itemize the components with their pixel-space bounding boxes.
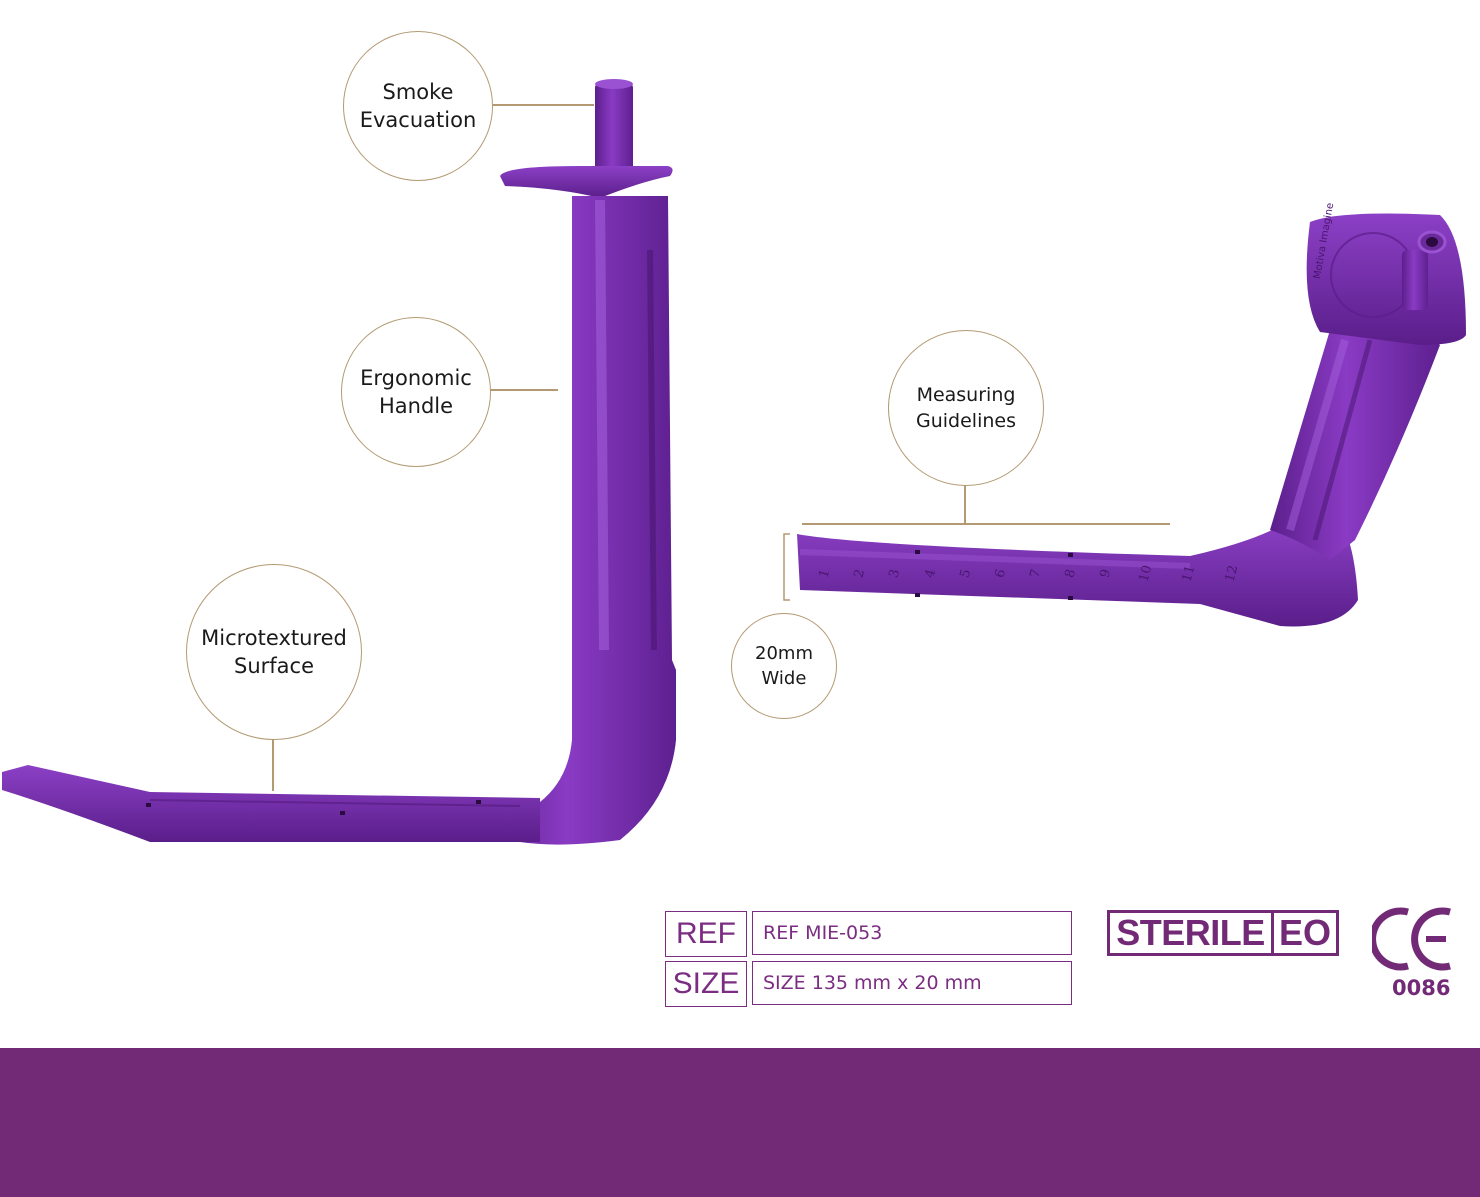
sterile-eo-mark: STERILE EO [1107,910,1339,956]
scale-mark: 11 [1179,563,1199,584]
scale-mark: 10 [1136,563,1155,584]
scale-mark: 9 [1097,567,1115,580]
product-illustration [2,79,1466,845]
scale-mark: 8 [1062,567,1080,580]
footer-band [0,1048,1480,1197]
scale-mark: 3 [886,567,904,580]
retractor-perspective-view [797,213,1466,627]
scale-mark: 4 [922,567,939,580]
leader-line-smoke [492,104,594,106]
callout-microtextured-surface-text: Microtextured Surface [201,626,347,678]
leader-line-guidelines-vertical [964,485,966,523]
notified-body-number: 0086 [1392,976,1451,1000]
scale-mark: 6 [992,567,1010,580]
callout-ergonomic-handle: Ergonomic Handle [341,317,491,467]
ce-mark-symbol [1369,907,1451,971]
scale-mark: 5 [957,567,974,580]
sterile-text: STERILE [1116,912,1265,953]
scale-mark: 2 [851,567,869,580]
width-dimension-bracket [783,533,790,601]
ref-label-box: REF [665,911,747,957]
leader-line-surface [272,739,274,791]
leader-line-guidelines-horizontal [802,523,1170,525]
callout-microtextured-surface: Microtextured Surface [186,564,362,740]
callout-measuring-guidelines: Measuring Guidelines [888,330,1044,486]
size-label-box: SIZE [665,961,747,1007]
callout-smoke-evacuation-text: Smoke Evacuation [359,80,477,132]
ref-value-box: REF MIE-053 [752,911,1072,955]
callout-20mm-wide-text: 20mm Wide [755,643,813,689]
retractor-side-view [2,79,676,845]
callout-measuring-guidelines-text: Measuring Guidelines [916,384,1016,432]
size-value-box: SIZE 135 mm x 20 mm [752,961,1072,1005]
callout-20mm-wide: 20mm Wide [731,613,837,719]
scale-mark: 7 [1027,567,1045,580]
eo-text: EO [1271,912,1336,953]
leader-line-handle [490,389,558,391]
ce-mark [1369,906,1454,972]
callout-ergonomic-handle-text: Ergonomic Handle [360,366,472,418]
callout-smoke-evacuation: Smoke Evacuation [343,31,493,181]
